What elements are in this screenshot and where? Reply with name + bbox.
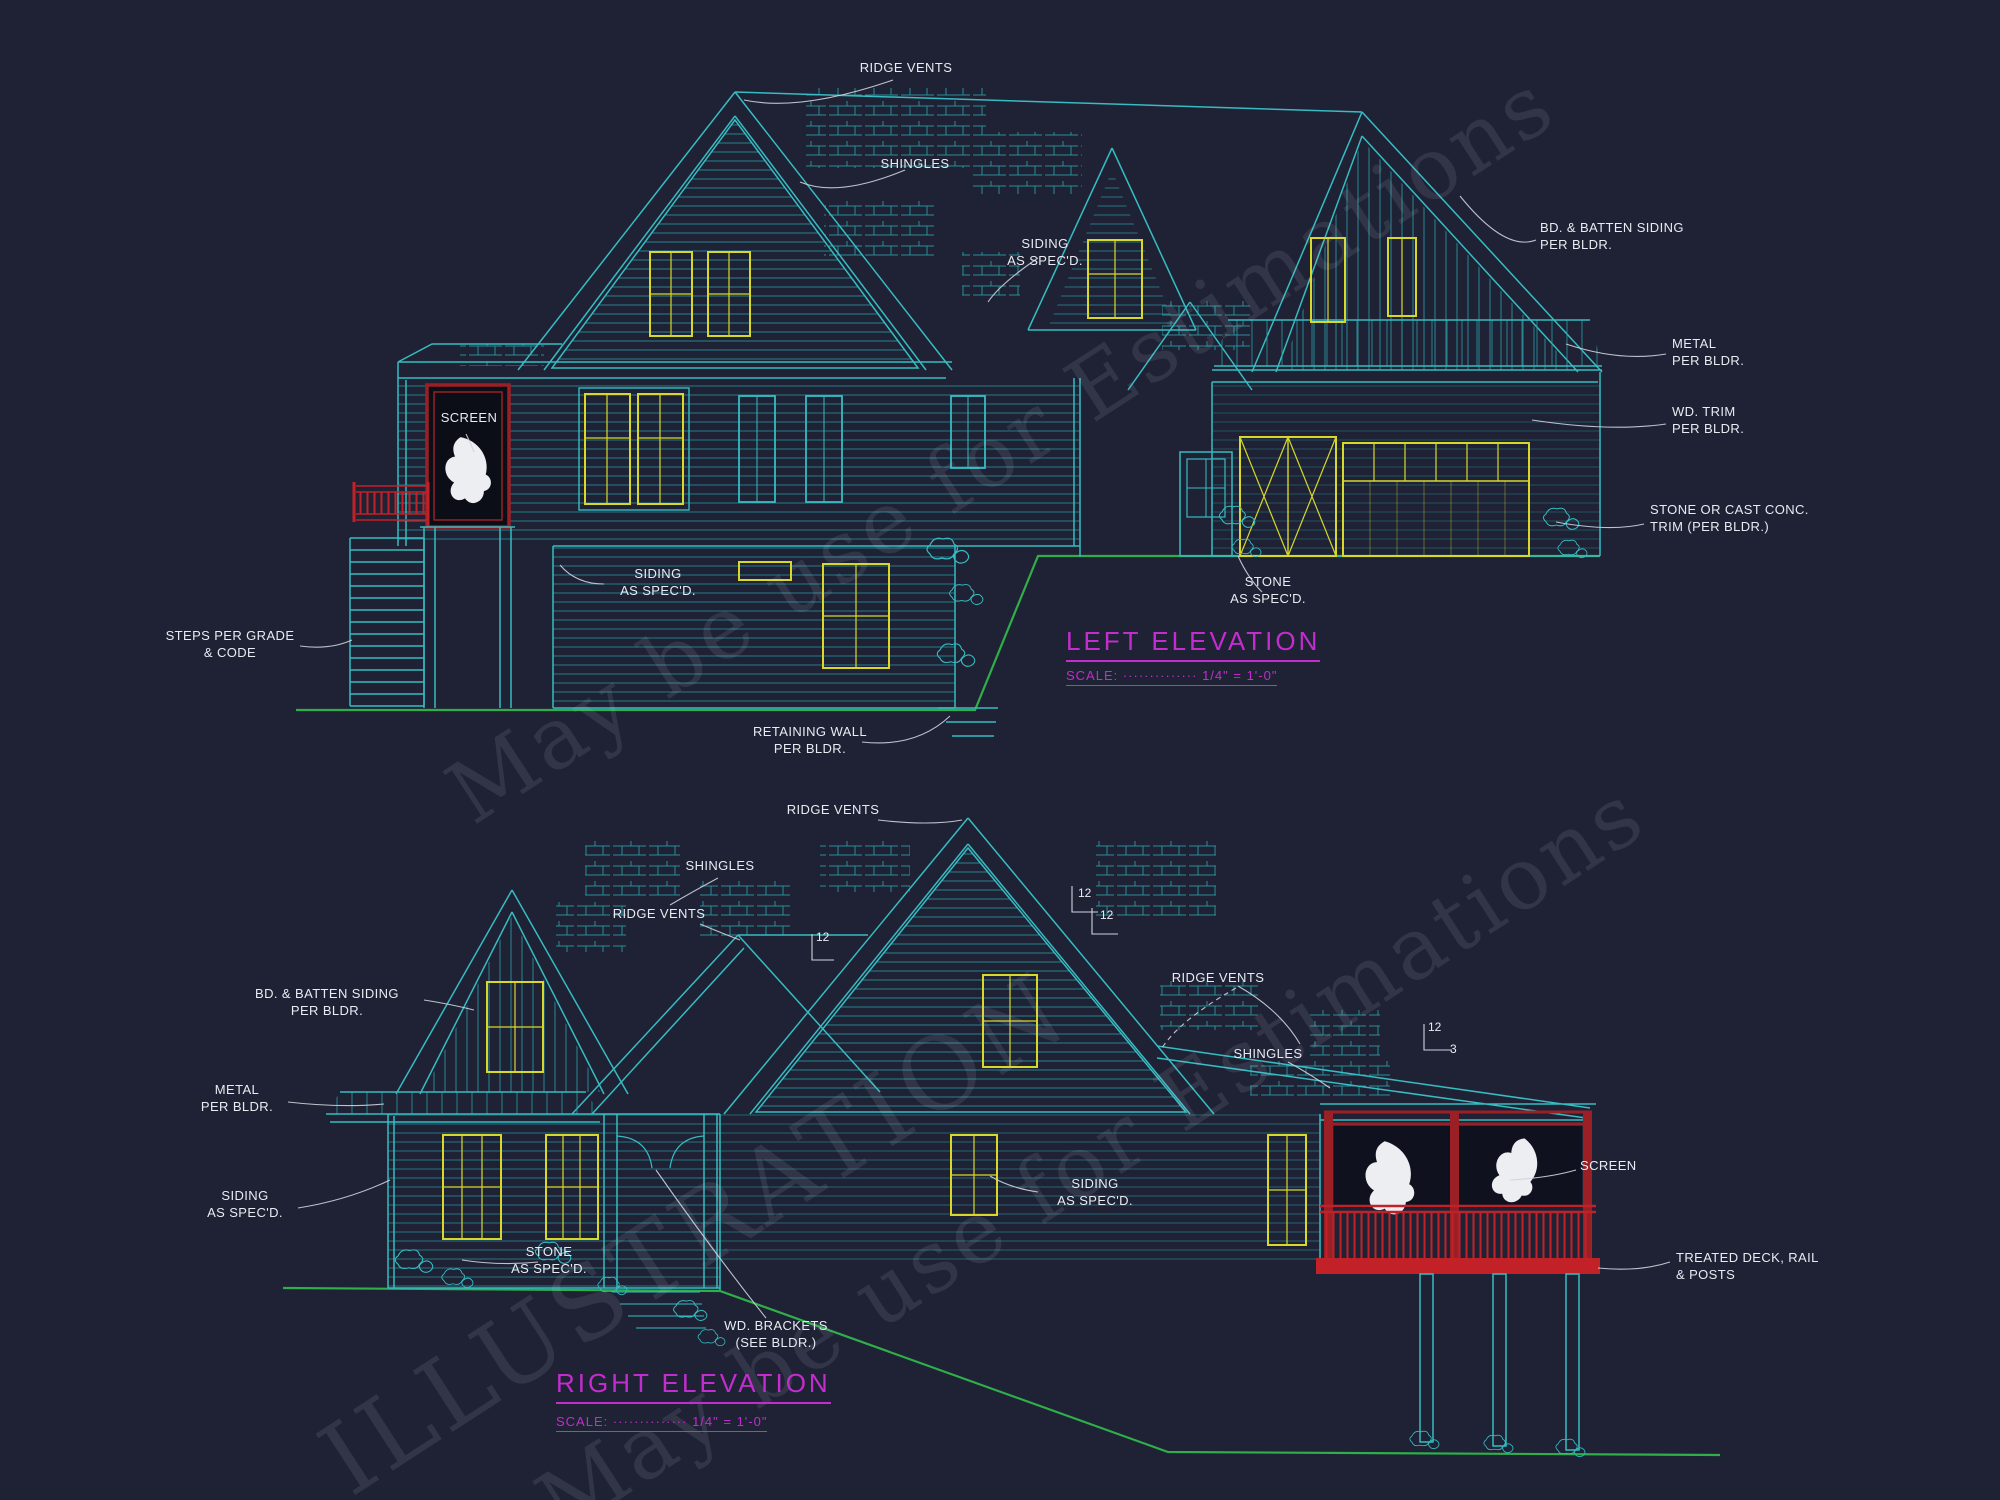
board-batten-gable [1251,111,1603,373]
yellow-windows-right-elev [442,974,1307,1246]
left-elevation-art [296,79,1667,744]
label-stone-right: STONE AS SPEC'D. [511,1244,587,1276]
yellow-windows-left-elev [578,237,1417,669]
label-siding-center: SIDING AS SPEC'D. [1057,1176,1133,1208]
center-wall-right-elev [719,1114,1321,1290]
label-stone: STONE AS SPEC'D. [1230,574,1306,606]
label-ridge-vents-main: RIDGE VENTS [786,802,880,817]
shingle-patches-left-elev [460,88,1250,366]
deck-rail-right-elev [1316,1204,1600,1274]
label-metal-right: METAL PER BLDR. [200,1082,274,1114]
metal-roof-left-elev [1212,319,1602,383]
exterior-steps [349,537,425,707]
label-screen: SCREEN [440,410,498,425]
label-stone-trim: STONE OR CAST CONC. TRIM (PER BLDR.) [1650,502,1809,534]
label-retaining-wall: RETAINING WALL PER BLDR. [753,724,867,756]
center-gable [723,817,1215,1115]
pitch-b: 12 [816,930,830,944]
label-shingles-right: SHINGLES [1233,1046,1303,1061]
left-elevation-scale: SCALE: ·············· 1/4" = 1'-0" [1066,668,1278,686]
label-siding-gable: SIDING AS SPEC'D. [1007,236,1083,268]
right-elevation-scale: SCALE: ·············· 1/4" = 1'-0" [556,1414,768,1432]
main-gable [517,91,953,371]
label-shingles: SHINGLES [880,156,950,171]
left-deck-rail [352,482,430,527]
label-board-batten-right: BD. & BATTEN SIDING PER BLDR. [255,986,399,1018]
pitch-a-run: 12 [1100,908,1114,922]
label-steps: STEPS PER GRADE & CODE [165,628,295,660]
right-shed-roof [1156,1045,1596,1121]
pitch-c-rise: 12 [1428,1020,1442,1034]
pitch-a-rise: 12 [1078,886,1092,900]
garage-door-carriage [1239,436,1337,557]
secondary-gable [571,934,881,1115]
garage-door-main [1342,442,1530,557]
label-treated-deck: TREATED DECK, RAIL & POSTS [1676,1250,1819,1282]
label-wood-brackets: WD. BRACKETS (SEE BLDR.) [724,1318,828,1350]
porch-posts-brackets [600,1113,720,1329]
left-elevation-title: LEFT ELEVATION [1066,626,1321,662]
label-ridge-vents: RIDGE VENTS [859,60,953,75]
entry-door [1179,451,1233,557]
label-shingles-left: SHINGLES [685,858,755,873]
pitch-c-run: 3 [1450,1042,1457,1056]
label-wood-trim: WD. TRIM PER BLDR. [1672,404,1745,436]
left-board-batten-gable [395,889,629,1095]
right-elevation-title: RIGHT ELEVATION [556,1368,831,1404]
screen-porch-left-elev [425,383,511,529]
porch-posts [420,526,515,708]
label-board-batten: BD. & BATTEN SIDING PER BLDR. [1540,220,1684,252]
shingle-patches-right-elev [556,836,1390,1096]
label-screen-right: SCREEN [1580,1158,1637,1173]
right-wing-wall [1211,372,1601,557]
screen-porch-right-elev [1324,1110,1592,1266]
label-ridge-vents-right: RIDGE VENTS [1171,970,1265,985]
label-siding-main: SIDING AS SPEC'D. [620,566,696,598]
leader-lines-right-elev [287,819,1671,1319]
retaining-wall [938,707,998,737]
leader-lines-left-elev [299,79,1667,744]
label-ridge-vents-left: RIDGE VENTS [612,906,706,921]
label-siding-left: SIDING AS SPEC'D. [207,1188,283,1220]
pitch-marker-lines [811,886,1452,1051]
cyan-windows-left-elev [738,395,986,503]
ground-line-right-elev [282,1286,1721,1457]
right-elevation-art [282,817,1721,1458]
center-dormer [1027,147,1197,331]
label-metal: METAL PER BLDR. [1672,336,1745,368]
deck-posts [1409,1273,1586,1458]
